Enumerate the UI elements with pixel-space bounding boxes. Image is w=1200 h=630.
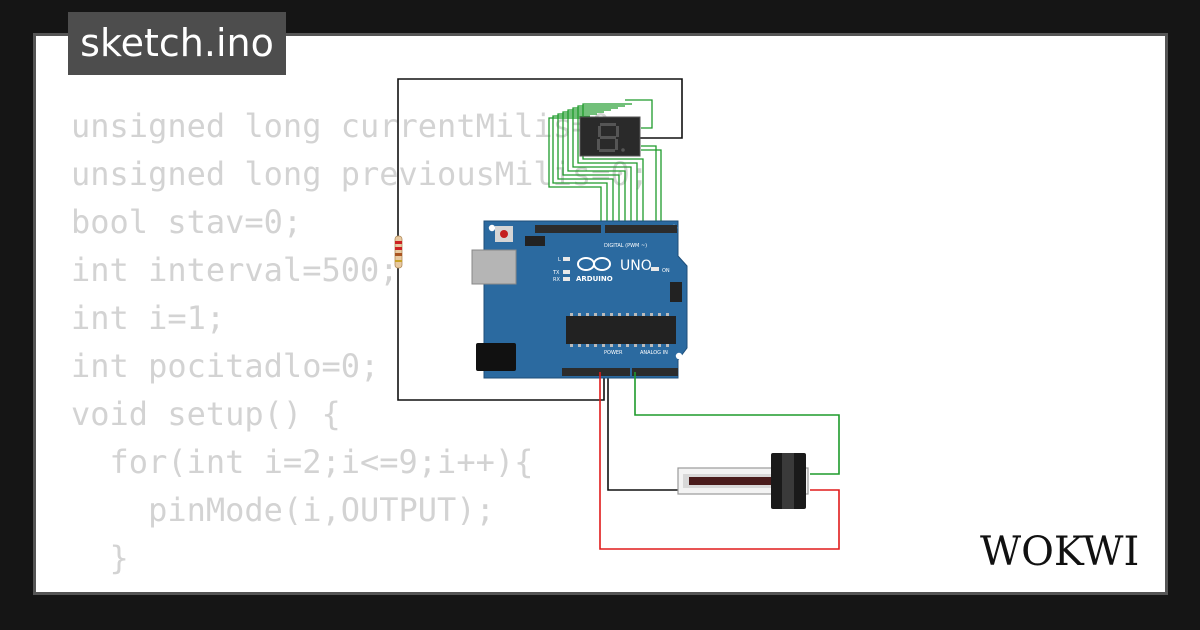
code-line: int i=1; <box>71 299 226 337</box>
code-line: pinMode(i,OUTPUT); <box>71 491 495 529</box>
board-model: UNO <box>620 258 652 274</box>
on-label: ON <box>662 268 670 274</box>
code-preview: unsigned long currentMilis=0;unsigned lo… <box>71 102 649 592</box>
code-line: unsigned long previousMilis=0; <box>71 155 649 193</box>
code-line: } <box>71 539 129 577</box>
code-line: void setup() { <box>71 395 341 433</box>
segment-wires <box>548 99 662 226</box>
pot-wires <box>599 372 840 550</box>
code-line: } <box>71 582 649 592</box>
code-line: bool stav=0; <box>71 203 303 241</box>
black-wire <box>397 78 683 491</box>
code-line: int pocitadlo=0; <box>71 347 380 385</box>
code-line: for(int i=2;i<=9;i++){ <box>71 443 534 481</box>
led-rx-label: RX <box>553 277 560 283</box>
resistor <box>394 235 403 269</box>
seven-segment-display <box>579 116 641 157</box>
power-header-label: POWER <box>604 350 623 356</box>
arduino-uno-board: DIGITAL (PWM ~) L TX RX ON POWER ANALOG … <box>471 220 688 379</box>
led-l-label: L <box>558 257 561 263</box>
wokwi-logo-text: WOKWI <box>980 529 1139 573</box>
digital-header-label: DIGITAL (PWM ~) <box>604 243 647 249</box>
board-brand: ARDUINO <box>576 275 613 283</box>
wokwi-logo[interactable]: WOKWI <box>978 525 1150 573</box>
slide-potentiometer <box>677 453 809 509</box>
arduino-infinity-icon <box>577 257 611 271</box>
code-line: int interval=500; <box>71 251 399 289</box>
led-tx-label: TX <box>552 270 560 276</box>
analog-header-label: ANALOG IN <box>640 350 668 356</box>
filename-tab[interactable]: sketch.ino <box>68 12 286 75</box>
